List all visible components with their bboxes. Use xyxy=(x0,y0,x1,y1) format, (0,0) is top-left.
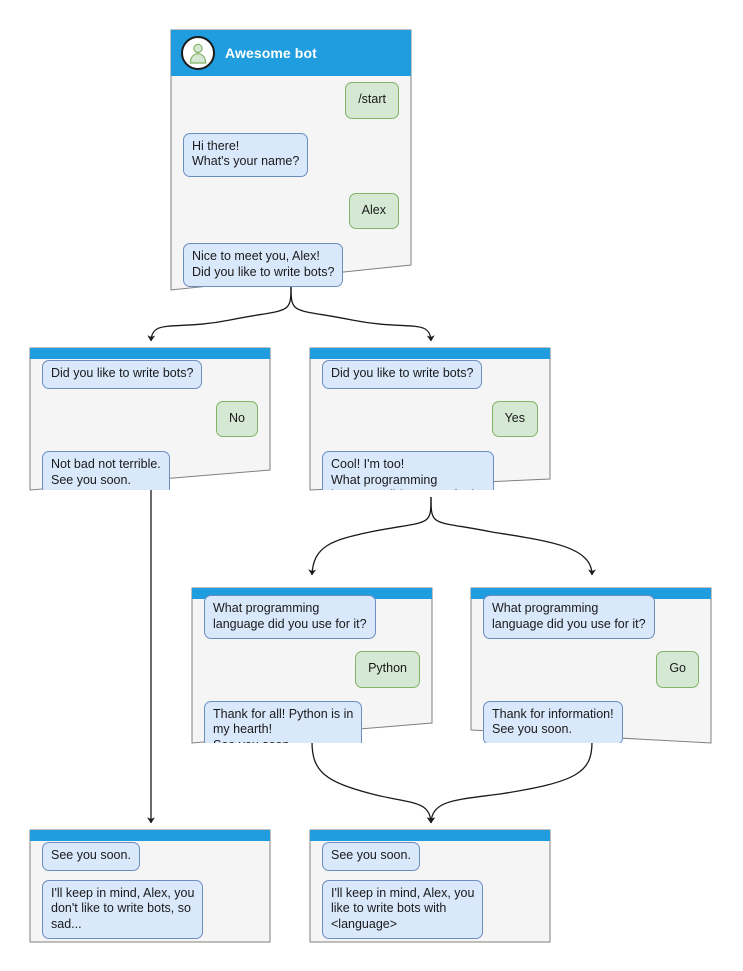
message-row: Python xyxy=(192,651,432,688)
message-row: Yes xyxy=(310,400,550,437)
message-row: See you soon. xyxy=(30,842,270,871)
bot-message-bubble: Nice to meet you, Alex! Did you like to … xyxy=(183,243,344,287)
message-row: See you soon. xyxy=(310,842,550,871)
bot-message-bubble: Did you like to write bots? xyxy=(322,360,483,389)
message-row: Go xyxy=(471,651,711,688)
message-row: Hi there! What's your name? xyxy=(171,132,411,177)
bot-message-bubble: I'll keep in mind, Alex, you like to wri… xyxy=(322,879,484,939)
user-message-bubble: Yes xyxy=(491,400,538,437)
node-end-sad-content: See you soon. I'll keep in mind, Alex, y… xyxy=(30,830,270,942)
node-language-python-content: What programming language did you use fo… xyxy=(192,588,432,743)
node-language-python[interactable]: What programming language did you use fo… xyxy=(191,587,433,744)
node-end-happy[interactable]: See you soon. I'll keep in mind, Alex, y… xyxy=(309,829,551,943)
edge-yes-to-python xyxy=(308,496,432,576)
node-answer-no[interactable]: Did you like to write bots? No Not bad n… xyxy=(29,347,271,491)
node-start[interactable]: Awesome bot /start Hi there! What's your… xyxy=(170,29,412,291)
edge-start-to-no xyxy=(147,284,292,342)
node-answer-no-titlebar xyxy=(30,348,270,359)
edge-go-to-end-happy xyxy=(427,741,593,824)
bot-message-bubble: Thank for all! Python is in my hearth! S… xyxy=(204,700,363,743)
bot-message-bubble: Did you like to write bots? xyxy=(42,360,203,389)
bot-message-bubble: Thank for information! See you soon. xyxy=(483,700,623,743)
message-row: Thank for all! Python is in my hearth! S… xyxy=(192,700,432,743)
message-row: Did you like to write bots? xyxy=(30,360,270,389)
node-start-title: Awesome bot xyxy=(225,45,317,61)
edge-python-to-end-happy xyxy=(311,741,435,824)
message-row: I'll keep in mind, Alex, you like to wri… xyxy=(310,879,550,939)
person-avatar-icon xyxy=(181,36,215,70)
bot-message-bubble: I'll keep in mind, Alex, you don't like … xyxy=(42,879,204,939)
message-row: /start xyxy=(171,82,411,119)
node-end-happy-titlebar xyxy=(310,830,550,841)
user-message-bubble: Go xyxy=(656,651,699,688)
node-start-titlebar: Awesome bot xyxy=(171,30,411,76)
node-language-go-content: What programming language did you use fo… xyxy=(471,588,711,743)
message-row: Did you like to write bots? xyxy=(310,360,550,389)
node-language-go[interactable]: What programming language did you use fo… xyxy=(470,587,712,744)
user-message-bubble: Alex xyxy=(348,192,399,229)
message-row: Not bad not terrible. See you soon. xyxy=(30,451,270,490)
node-end-sad-titlebar xyxy=(30,830,270,841)
message-row: What programming language did you use fo… xyxy=(471,595,711,639)
message-row: Alex xyxy=(171,192,411,229)
bot-message-bubble: Cool! I'm too! What programming language… xyxy=(322,451,494,490)
user-message-bubble: /start xyxy=(345,82,399,119)
node-end-sad[interactable]: See you soon. I'll keep in mind, Alex, y… xyxy=(29,829,271,943)
user-message-bubble: Python xyxy=(355,651,420,688)
edge-start-to-yes xyxy=(290,284,435,342)
message-row: Nice to meet you, Alex! Did you like to … xyxy=(171,243,411,287)
node-answer-no-content: Did you like to write bots? No Not bad n… xyxy=(30,348,270,490)
bot-message-bubble: What programming language did you use fo… xyxy=(483,595,655,639)
bot-message-bubble: Hi there! What's your name? xyxy=(183,132,309,177)
message-row: I'll keep in mind, Alex, you don't like … xyxy=(30,879,270,939)
bot-message-bubble: See you soon. xyxy=(322,842,420,871)
node-answer-yes-content: Did you like to write bots? Yes Cool! I'… xyxy=(310,348,550,490)
edge-yes-to-go xyxy=(430,496,596,576)
bot-message-bubble: What programming language did you use fo… xyxy=(204,595,376,639)
node-answer-yes-titlebar xyxy=(310,348,550,359)
message-row: Thank for information! See you soon. xyxy=(471,700,711,743)
node-answer-yes[interactable]: Did you like to write bots? Yes Cool! I'… xyxy=(309,347,551,491)
bot-message-bubble: Not bad not terrible. See you soon. xyxy=(42,451,170,490)
message-row: No xyxy=(30,400,270,437)
node-start-content: Awesome bot /start Hi there! What's your… xyxy=(171,30,411,290)
node-end-happy-content: See you soon. I'll keep in mind, Alex, y… xyxy=(310,830,550,942)
bot-message-bubble: See you soon. xyxy=(42,842,140,871)
message-row: What programming language did you use fo… xyxy=(192,595,432,639)
user-message-bubble: No xyxy=(216,400,258,437)
message-row: Cool! I'm too! What programming language… xyxy=(310,451,550,490)
